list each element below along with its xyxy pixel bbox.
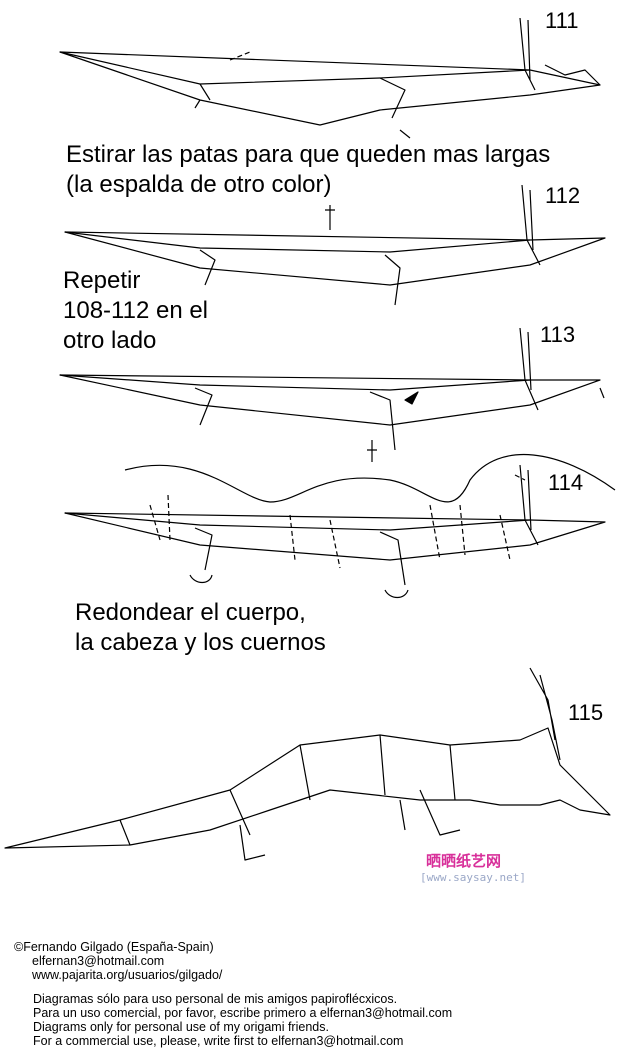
author-website: www.pajarita.org/usuarios/gilgado/: [14, 968, 222, 982]
step-number-115: 115: [568, 700, 603, 726]
step-111-model: [60, 18, 600, 138]
step-114-model: [65, 455, 615, 598]
step-111-instruction: Estirar las patas para que queden mas la…: [66, 140, 550, 200]
author-email: elfernan3@hotmail.com: [14, 954, 222, 968]
author-credits: ©Fernando Gilgado (España-Spain) elferna…: [14, 940, 222, 982]
usage-notice: Diagramas sólo para uso personal de mis …: [33, 992, 452, 1048]
step-number-114: 114: [548, 470, 583, 496]
notice-line: Diagramas sólo para uso personal de mis …: [33, 992, 452, 1006]
copyright-line: ©Fernando Gilgado (España-Spain): [14, 940, 222, 954]
step-114-instruction: Redondear el cuerpo, la cabeza y los cue…: [75, 598, 326, 658]
notice-line: Para un uso comercial, por favor, escrib…: [33, 1006, 452, 1020]
step-112-instruction: Repetir 108-112 en el otro lado: [63, 266, 208, 356]
step-number-113: 113: [540, 322, 575, 348]
step-number-111: 111: [545, 8, 578, 34]
watermark-url: [www.saysay.net]: [420, 871, 526, 884]
notice-line: Diagrams only for personal use of my ori…: [33, 1020, 452, 1034]
step-115-dragon: [5, 668, 610, 860]
watermark-logo: 晒晒纸艺网: [426, 850, 501, 871]
notice-line: For a commercial use, please, write firs…: [33, 1034, 452, 1048]
